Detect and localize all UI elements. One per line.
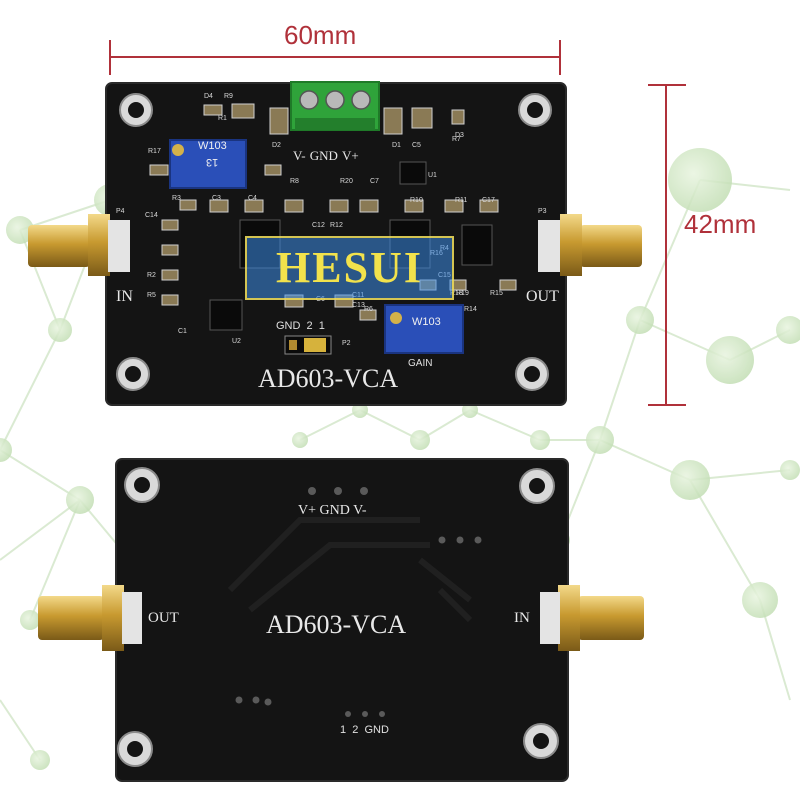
designator-u2: U2	[232, 338, 241, 345]
designator-p4: P4	[116, 208, 125, 215]
bottom-port-in-label: IN	[514, 610, 530, 626]
designator-c12: C12	[312, 222, 325, 229]
designator-r10: R10	[410, 197, 423, 204]
pot-left-code: W103	[198, 140, 227, 152]
designator-r12: R12	[330, 222, 343, 229]
bottom-pcb	[38, 458, 644, 782]
designator-c7: C7	[370, 178, 379, 185]
designator-r18: R18	[450, 290, 463, 297]
vias	[235, 487, 482, 717]
bottom-board-title: AD603-VCA	[266, 610, 407, 639]
designator-r11: R11	[455, 197, 468, 204]
designator-r7: R7	[452, 136, 461, 143]
designator-c4: C4	[248, 195, 257, 202]
bottom-port-out-label: OUT	[148, 610, 179, 626]
sma-connector-in-bottom	[540, 585, 644, 651]
designator-r1: R1	[218, 115, 227, 122]
designator-r20: R20	[340, 178, 353, 185]
sma-connector-out-bottom	[38, 585, 142, 651]
designator-r8: R8	[290, 178, 299, 185]
bottom-jumper-label: 1 2 GND	[340, 724, 389, 736]
top-port-in-label: IN	[116, 288, 133, 305]
sma-connector-out-top	[538, 214, 642, 276]
designator-c17: C17	[482, 197, 495, 204]
designator-c5: C5	[412, 142, 421, 149]
pot-left-mark: 13	[206, 156, 219, 168]
height-dimension-line	[648, 84, 686, 406]
gain-potentiometer-left	[169, 139, 247, 189]
designator-c1: C1	[178, 328, 187, 335]
top-gain-label: GAIN	[408, 358, 433, 369]
designator-p3: P3	[538, 208, 547, 215]
designator-c14: C14	[145, 212, 158, 219]
designator-c13: C13	[352, 302, 365, 309]
top-board-title: AD603-VCA	[258, 364, 399, 393]
height-dimension-label: 42mm	[684, 209, 757, 239]
designator-p2: P2	[342, 340, 351, 347]
designator-r5: R5	[147, 292, 156, 299]
designator-u1: U1	[428, 172, 437, 179]
sma-connector-in-top	[28, 214, 130, 276]
jumper-header	[284, 335, 332, 355]
designator-r14: R14	[464, 306, 477, 313]
designator-r3: R3	[172, 195, 181, 202]
designator-d1: D1	[392, 142, 401, 149]
designator-r19: R19	[456, 290, 469, 297]
gain-potentiometer-right	[384, 304, 464, 354]
pot-right-code: W103	[412, 316, 441, 328]
designator-r2: R2	[147, 272, 156, 279]
top-port-out-label: OUT	[526, 288, 559, 305]
designator-r6: R6	[364, 306, 373, 313]
designator-r9: R9	[224, 93, 233, 100]
designator-r17: R17	[148, 148, 161, 155]
designator-c3: C3	[212, 195, 221, 202]
designator-r15: R15	[490, 290, 503, 297]
pcb-traces	[227, 517, 473, 623]
terminal-block	[290, 81, 380, 131]
designator-d4: D4	[204, 93, 213, 100]
hesui-watermark: HESUI	[245, 236, 454, 300]
background-nodes	[0, 148, 800, 770]
width-dimension-line	[109, 40, 561, 75]
bottom-power-label: V+ GND V-	[298, 503, 367, 518]
width-dimension-label: 60mm	[284, 20, 357, 50]
top-power-label: V- GND V+	[293, 148, 359, 163]
designator-d2: D2	[272, 142, 281, 149]
designator-d3: D3	[455, 132, 464, 139]
top-jumper-label: GND 2 1	[276, 320, 325, 332]
